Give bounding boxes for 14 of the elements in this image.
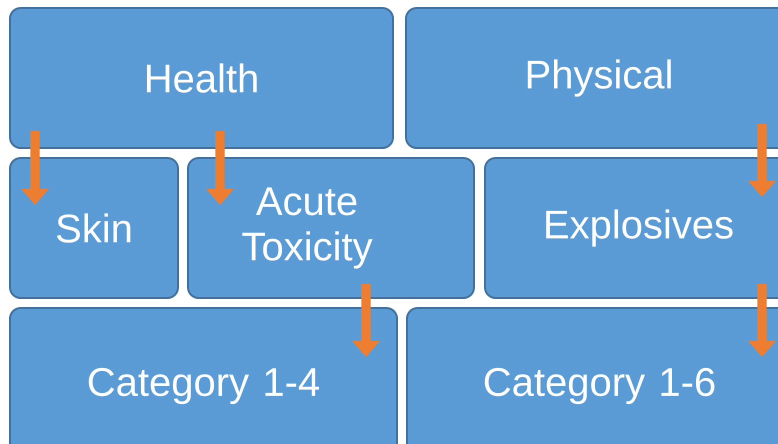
box-label: Health: [146, 63, 257, 93]
box-label: Explosives: [546, 209, 733, 247]
box-label: Physical: [528, 59, 671, 97]
process-box: [9, 307, 398, 444]
process-box: [187, 157, 475, 299]
box-label: Category 1-6: [484, 368, 714, 404]
box-label: Category 1-4: [88, 368, 320, 404]
process-box: [9, 157, 179, 299]
box-label: Acute Toxicity: [242, 187, 373, 269]
process-box: [405, 7, 778, 149]
box-label: Skin: [56, 213, 130, 243]
process-box: [406, 307, 778, 444]
process-box: [484, 157, 778, 299]
process-box: [9, 7, 394, 149]
